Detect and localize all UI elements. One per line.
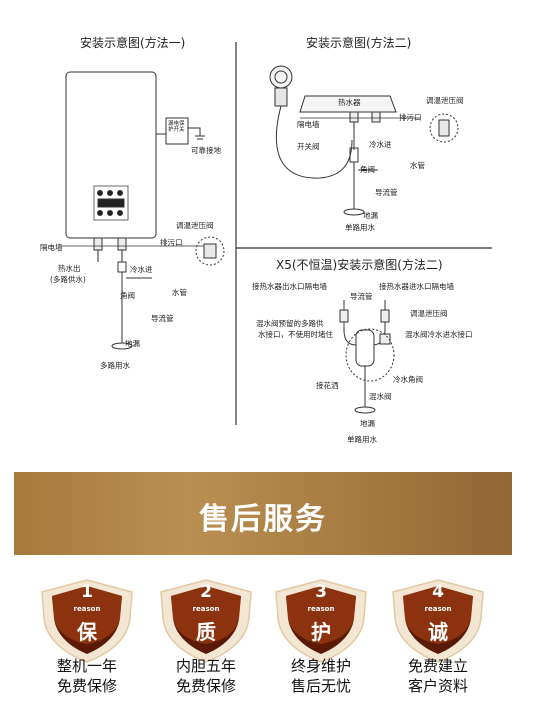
diagram3-drawing <box>339 300 395 414</box>
badge-character: 质 <box>196 620 216 644</box>
service-card-quality: 2 reason 质 内胆五年 免费保修 <box>153 578 259 708</box>
badge-line-1: 内胆五年 <box>175 657 236 675</box>
shield-badge-icon <box>275 579 367 663</box>
d2-cold-in-label: 冷水进 <box>369 140 392 149</box>
diagram2-drawing <box>269 65 459 216</box>
d2-wall-label: 隔电墙 <box>297 120 320 129</box>
water-pipe-label: 水管 <box>172 288 187 297</box>
cold-angle-label: 冷水角阀 <box>393 375 423 384</box>
badge-caption: 整机一年 免费保修 <box>34 656 140 696</box>
compact-heater <box>299 95 397 113</box>
d3-thermostatic-valve-label: 调温泄压阀 <box>410 309 448 318</box>
badge-line-2: 售后无忧 <box>290 677 351 695</box>
badge-character: 护 <box>311 620 331 644</box>
badge-number: 1 <box>81 582 93 602</box>
mixer-cold-port-label: 混水阀冷水进水接口 <box>405 330 473 339</box>
inlet-wall-label: 接热水器进水口隔电墙 <box>379 282 454 291</box>
floor-drain-label: 地漏 <box>125 339 140 348</box>
hot-out-note: (多路供水) <box>50 275 86 284</box>
switch-valve-label: 开关阀 <box>297 142 320 151</box>
shower-head-icon <box>269 65 293 89</box>
shield-badge-icon <box>392 579 484 663</box>
badge-line-2: 客户资料 <box>407 677 468 695</box>
badge-number: 3 <box>315 582 327 602</box>
badge-character: 诚 <box>428 620 448 644</box>
d2-angle-valve-label: 角阀 <box>360 165 375 174</box>
angle-valve-label: 角阀 <box>120 291 135 300</box>
shield-badge-icon <box>160 579 252 663</box>
badge-number: 4 <box>432 582 444 602</box>
shower-label: 接花洒 <box>316 381 339 390</box>
cold-in-label: 冷水进 <box>130 265 153 274</box>
water-heater-body <box>65 71 157 239</box>
mixer-valve-label: 混水阀 <box>369 392 392 401</box>
badge-reason: reason <box>73 605 101 613</box>
thermostatic-valve-label: 调温泄压阀 <box>176 221 214 230</box>
diagram2-title: 安装示意图(方法二) <box>306 36 412 50</box>
d2-thermostatic-valve-label: 调温泄压阀 <box>426 96 464 105</box>
d2-drain-label: 排污口 <box>399 113 422 122</box>
badge-caption: 免费建立 客户资料 <box>385 656 491 696</box>
badge-reason: reason <box>424 605 452 613</box>
badge-number: 2 <box>200 582 212 602</box>
badge-line-1: 整机一年 <box>56 657 117 675</box>
diagram3-title: X5(不恒温)安装示意图(方法二) <box>276 258 443 272</box>
ground-label: 可靠接地 <box>191 146 221 155</box>
badge-character: 保 <box>77 620 97 644</box>
drain-label: 排污口 <box>160 238 183 247</box>
badge-reason: reason <box>192 605 220 613</box>
diagram3-caption: 单路用水 <box>347 435 377 444</box>
heater-label: 热水器 <box>338 98 361 107</box>
diagram1-drawing <box>60 71 225 350</box>
leak-switch-box <box>165 117 189 145</box>
badge-line-2: 免费保修 <box>175 677 236 695</box>
shower-hose <box>275 105 353 179</box>
d2-floor-drain-label: 地漏 <box>363 211 378 220</box>
service-card-warranty: 1 reason 保 整机一年 免费保修 <box>34 578 140 708</box>
d3-floor-drain-label: 地漏 <box>360 419 375 428</box>
installation-diagrams <box>60 42 492 425</box>
shield-badge-icon <box>41 579 133 663</box>
mixer-note-1: 混水阀预留的多路供 <box>256 319 324 328</box>
badge-line-2: 免费保修 <box>56 677 117 695</box>
outlet-wall-label: 接热水器出水口隔电墙 <box>252 282 327 291</box>
wall-label: 隔电墙 <box>40 243 63 252</box>
badge-caption: 内胆五年 免费保修 <box>153 656 259 696</box>
diagram1-title: 安装示意图(方法一) <box>80 36 186 50</box>
badge-reason: reason <box>307 605 335 613</box>
hot-out-label: 热水出 <box>58 264 81 273</box>
badge-line-1: 终身维护 <box>290 657 351 675</box>
service-card-maintenance: 3 reason 护 终身维护 售后无忧 <box>268 578 374 708</box>
leak-switch-label: 漏电保护开关 <box>168 121 185 134</box>
service-card-records: 4 reason 诚 免费建立 客户资料 <box>385 578 491 708</box>
d2-water-pipe-label: 水管 <box>410 161 425 170</box>
d2-flow-pipe-label: 导流管 <box>375 188 398 197</box>
badge-caption: 终身维护 售后无忧 <box>268 656 374 696</box>
after-sales-banner: 售后服务 <box>14 472 512 555</box>
flow-pipe-label: 导流管 <box>151 314 174 323</box>
mixer-valve <box>355 329 375 367</box>
banner-title: 售后服务 <box>199 502 327 537</box>
diagram1-caption: 多路用水 <box>100 361 130 370</box>
mixer-note-2: 水接口，不使用时堵住 <box>258 330 333 339</box>
diagram2-caption: 单路用水 <box>345 223 375 232</box>
badge-line-1: 免费建立 <box>407 657 468 675</box>
d3-flow-pipe-label: 导流管 <box>350 292 373 301</box>
